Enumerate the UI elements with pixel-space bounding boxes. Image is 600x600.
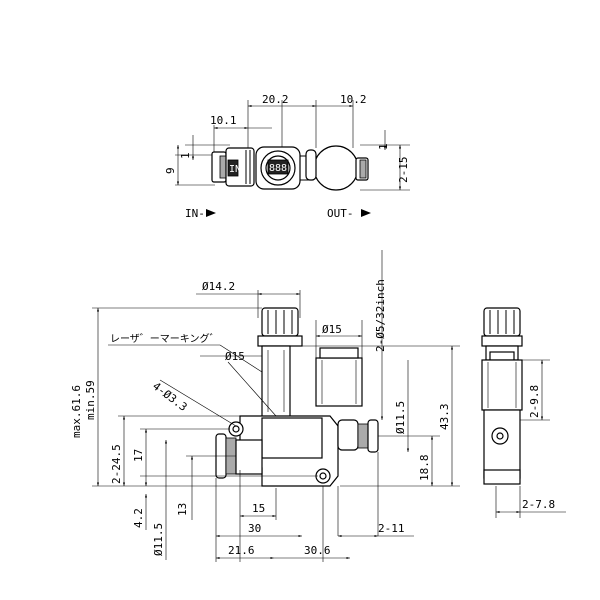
- dim-dia-15-upper: Ø15: [225, 350, 245, 363]
- side-knob: [483, 307, 521, 337]
- in-label: IN-: [185, 207, 205, 220]
- dim-dia-15-body: Ø15: [322, 323, 342, 336]
- dim-18-8: 18.8: [418, 455, 431, 482]
- laser-marking-label: レーザ゛ーマーキング゛: [110, 332, 220, 345]
- dim-21-6: 21.6: [228, 544, 255, 557]
- stem: [261, 345, 291, 419]
- outlet-body: [313, 145, 359, 191]
- dim-dia-14-2: Ø14.2: [202, 280, 235, 293]
- dim-4-dia-3-3: 4-Ø3.3: [150, 380, 190, 414]
- right-arrow-icon: [361, 209, 371, 217]
- in-mark-text: IN: [229, 164, 241, 175]
- front-view: Ø14.2 レーザ゛ーマー: [70, 250, 460, 562]
- right-push-fitting: [367, 419, 379, 453]
- out-label: OUT-: [327, 207, 354, 220]
- dim-30: 30: [248, 522, 261, 535]
- right-arrow-icon: [206, 209, 216, 217]
- in-marker: [227, 159, 239, 177]
- flow-display-body: [315, 357, 363, 407]
- dim-2-9-8: 2-9.8: [528, 385, 541, 418]
- dim-10-1: 10.1: [210, 114, 237, 127]
- dim-43-3: 43.3: [438, 404, 451, 431]
- right-elbow: [337, 419, 359, 451]
- dim-2-15: 2-15: [397, 157, 410, 184]
- dial-display: [267, 159, 289, 175]
- dim-9: 9: [164, 167, 177, 174]
- side-view: 2-9.8 2-7.8: [481, 307, 566, 518]
- dim-max-61-6: max.61.6: [70, 385, 83, 438]
- dim-1-right: 1: [377, 143, 390, 150]
- dim-15-bottom: 15: [252, 502, 265, 515]
- dim-17: 17: [132, 449, 145, 462]
- dim-2-dia-5-32-inch: 2-Ø5/32inch: [374, 279, 387, 352]
- dial-text: 888: [269, 163, 287, 174]
- dim-1-left: 1: [179, 152, 192, 159]
- dim-dia-11-5-left: Ø11.5: [152, 523, 165, 556]
- dim-20-2: 20.2: [262, 93, 289, 106]
- dim-2-24-5: 2-24.5: [110, 444, 123, 484]
- adjust-knob: [261, 307, 299, 337]
- dim-30-6: 30.6: [304, 544, 331, 557]
- dim-13: 13: [176, 503, 189, 516]
- dim-2-11: 2-11: [378, 522, 405, 535]
- dim-10-2: 10.2: [340, 93, 367, 106]
- dim-min-59: min.59: [84, 380, 97, 420]
- dim-dia-11-5-right: Ø11.5: [394, 401, 407, 434]
- side-body: [481, 359, 523, 411]
- dim-2-7-8: 2-7.8: [522, 498, 555, 511]
- dim-4-2: 4.2: [132, 508, 145, 528]
- top-view: 20.2 10.2 10.1 9 1 2-15 1 IN: [164, 93, 410, 220]
